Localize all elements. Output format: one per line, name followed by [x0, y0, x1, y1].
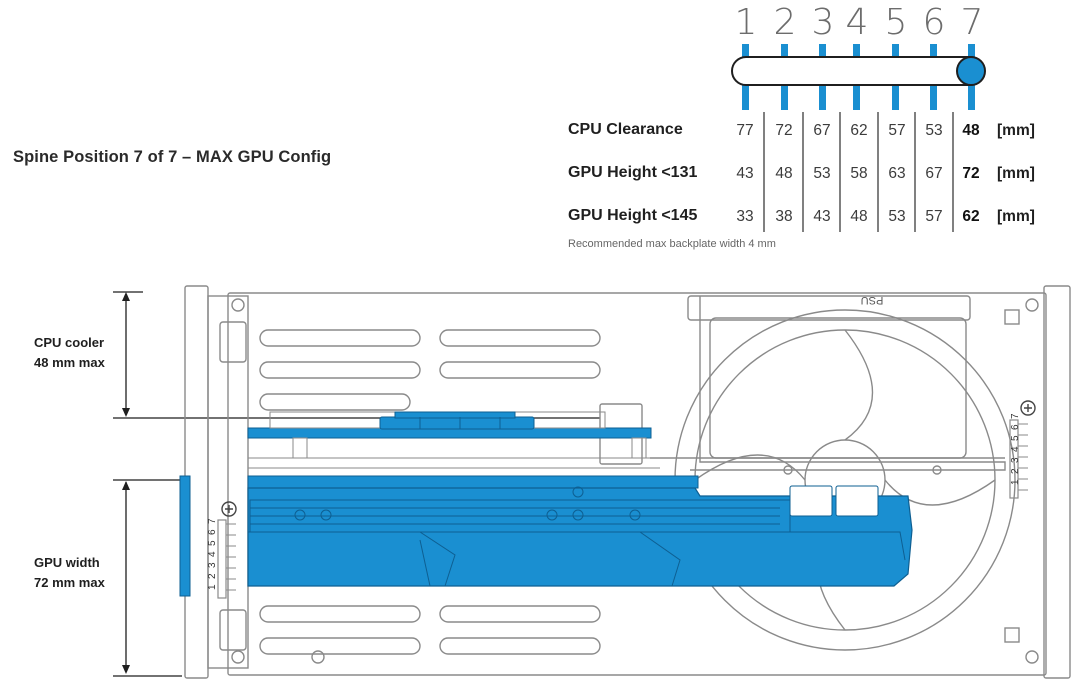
row-label-gpu-height-131: GPU Height <131	[568, 164, 698, 181]
table-cell: 53	[813, 165, 831, 182]
gpu-width-label: GPU width 72 mm max	[34, 553, 105, 593]
table-cell: 63	[888, 165, 906, 182]
table-grid-lines	[763, 112, 954, 232]
left-spine-scale: 1 2 3 4 5 6 7	[207, 518, 218, 590]
gpu	[179, 475, 913, 597]
screw-icon	[932, 465, 942, 475]
screw-icon	[1025, 650, 1039, 664]
fan-icon	[674, 309, 1016, 651]
table-unit: [mm]	[997, 208, 1035, 225]
table-cell: 67	[813, 122, 831, 139]
screw-icon	[572, 509, 584, 521]
table-cell: 43	[736, 165, 754, 182]
table-cell-selected: 48	[962, 122, 980, 139]
table-cell: 53	[888, 208, 906, 225]
slider-knob-icon[interactable]	[956, 56, 986, 86]
slider-number-6[interactable]: 6	[922, 2, 946, 43]
spine-scale-number: 3	[1010, 457, 1021, 463]
table-cell: 57	[888, 122, 906, 139]
table-cell: 53	[925, 122, 943, 139]
table-row-gpu-height-145: 33 38 43 48 53 57 62	[0, 208, 1080, 228]
table-cell: 38	[775, 208, 793, 225]
table-cell: 48	[775, 165, 793, 182]
table-row-cpu-clearance: 77 72 67 62 57 53 48	[0, 122, 1080, 142]
row-label-gpu-height-145: GPU Height <145	[568, 207, 698, 224]
spine-scale-number: 2	[1010, 468, 1021, 474]
table-cell: 33	[736, 208, 754, 225]
spine-position-slider[interactable]	[726, 40, 996, 112]
spine-position-marker-icon	[221, 501, 237, 517]
spine-position-marker-icon	[1020, 400, 1036, 416]
screw-icon	[572, 486, 584, 498]
table-unit: [mm]	[997, 165, 1035, 182]
spine-scale-number: 6	[1010, 424, 1021, 430]
cpu-cooler-label-line2: 48 mm max	[34, 355, 105, 370]
table-cell-selected: 72	[962, 165, 980, 182]
screw-icon	[311, 650, 325, 664]
chassis-frame	[184, 285, 1071, 679]
spine-scale-number: 4	[1010, 446, 1021, 452]
chassis-diagram: PSU 1 2 3 4 5 6 7	[113, 285, 1071, 679]
right-spine-marker	[1009, 400, 1036, 499]
spine-scale-number: 7	[207, 518, 218, 524]
spine-scale-number: 3	[207, 562, 218, 568]
slider-number-1[interactable]: 1	[734, 2, 758, 43]
table-cell: 77	[736, 122, 754, 139]
spine-scale-number: 2	[207, 573, 218, 579]
table-row-gpu-height-131: 43 48 53 58 63 67 72	[0, 165, 1080, 185]
table-cell: 67	[925, 165, 943, 182]
screw-icon	[294, 509, 306, 521]
cpu-cooler-label-line1: CPU cooler	[34, 335, 105, 350]
spine-scale-number: 5	[207, 540, 218, 546]
gpu-width-label-line2: 72 mm max	[34, 575, 105, 590]
screw-icon	[1025, 298, 1039, 312]
table-cell: 48	[850, 208, 868, 225]
table-cell-selected: 62	[962, 208, 980, 225]
left-spine-marker	[217, 501, 237, 599]
screw-icon	[320, 509, 332, 521]
row-label-cpu-clearance: CPU Clearance	[568, 121, 683, 138]
standoffs	[248, 437, 660, 469]
screw-icon	[231, 650, 245, 664]
spine-scale-number: 4	[207, 551, 218, 557]
footnote: Recommended max backplate width 4 mm	[568, 238, 776, 250]
table-cell: 62	[850, 122, 868, 139]
gpu-width-label-line1: GPU width	[34, 555, 100, 570]
table-cell: 57	[925, 208, 943, 225]
screw-icon	[783, 465, 793, 475]
spine-scale-number: 1	[207, 584, 218, 590]
spine-scale-number: 6	[207, 529, 218, 535]
table-cell: 72	[775, 122, 793, 139]
page-title: Spine Position 7 of 7 – MAX GPU Config	[13, 148, 332, 166]
table-cell: 43	[813, 208, 831, 225]
screw-icon	[231, 298, 245, 312]
right-spine-scale: 1 2 3 4 5 6 7	[1010, 413, 1021, 485]
gpu-power-connectors	[789, 485, 879, 517]
slider-number-4[interactable]: 4	[845, 2, 869, 43]
table-unit: [mm]	[997, 122, 1035, 139]
cpu-cooler	[379, 411, 535, 430]
slider-position-numbers: 1 2 3 4 5 6 7	[726, 3, 986, 43]
slider-number-3[interactable]: 3	[811, 2, 835, 43]
spine-scale-number: 1	[1010, 479, 1021, 485]
slider-number-2[interactable]: 2	[773, 2, 797, 43]
slider-track[interactable]	[731, 56, 985, 86]
cpu-cooler-label: CPU cooler 48 mm max	[34, 333, 105, 373]
screw-icon	[629, 509, 641, 521]
slider-number-7[interactable]: 7	[960, 2, 984, 43]
spine-scale-number: 5	[1010, 435, 1021, 441]
psu-label: PSU	[861, 294, 884, 306]
screw-icon	[546, 509, 558, 521]
table-cell: 58	[850, 165, 868, 182]
slider-number-5[interactable]: 5	[884, 2, 908, 43]
spine-scale-number: 7	[1010, 413, 1021, 419]
